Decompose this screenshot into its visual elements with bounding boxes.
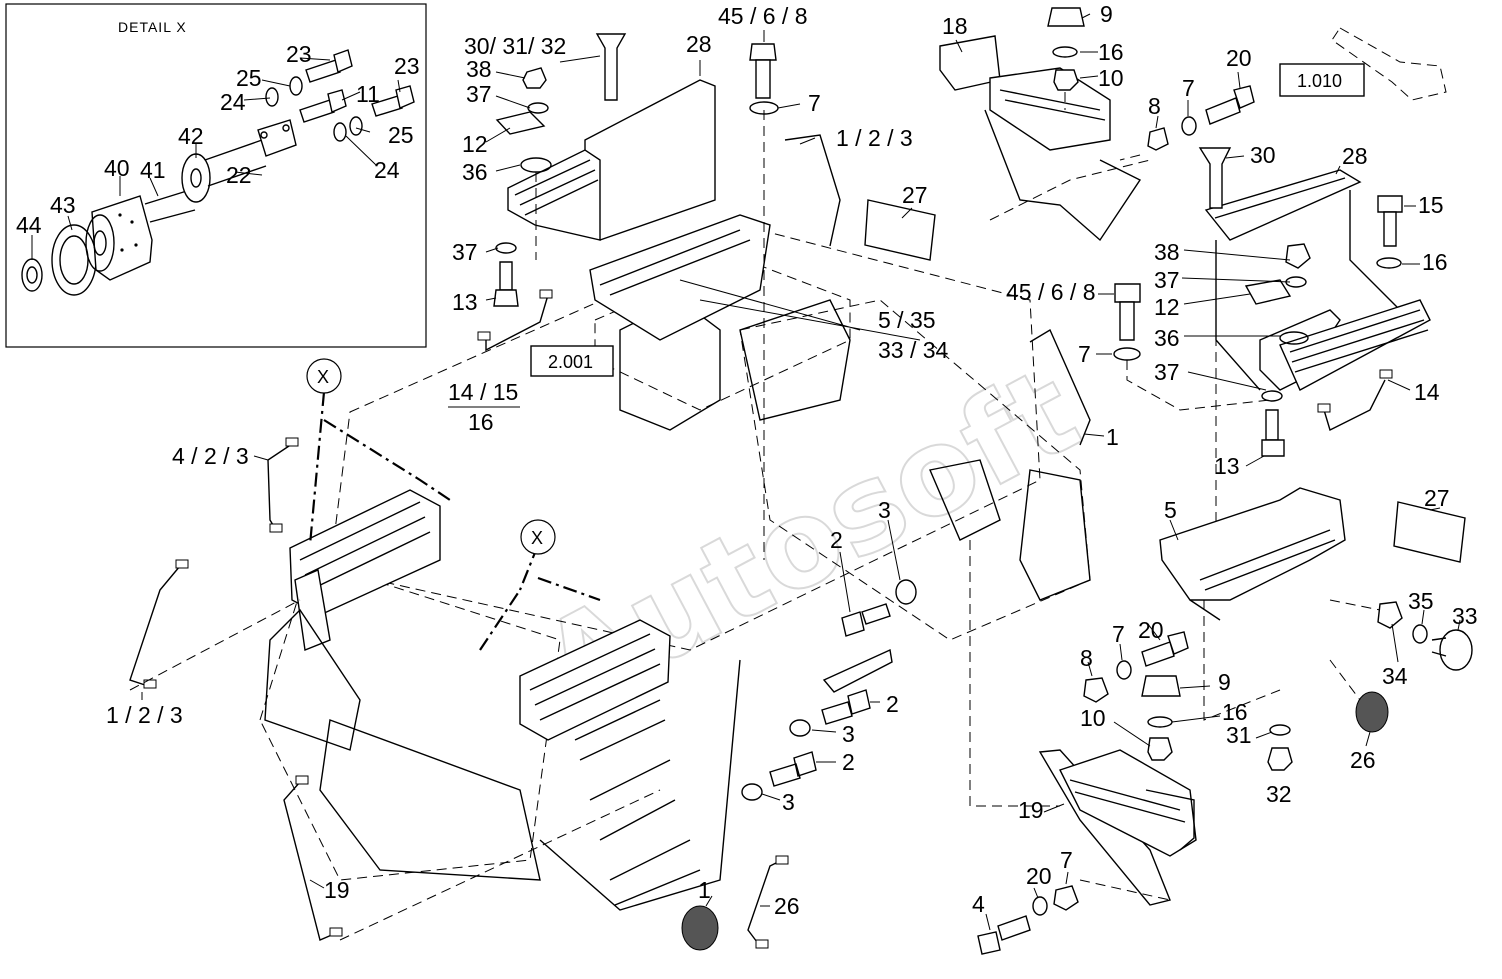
callout-31: 31 <box>1226 722 1252 748</box>
callout-38: 38 <box>1154 239 1180 265</box>
callout-19: 19 <box>1018 797 1044 823</box>
callout-24: 24 <box>220 89 246 115</box>
callout-40: 40 <box>104 155 130 181</box>
callout-2: 2 <box>830 527 843 553</box>
callout-37: 37 <box>452 239 478 265</box>
callout-12: 12 <box>1154 294 1180 320</box>
center-bolts: 2 3 2 3 2 3 <box>741 497 917 815</box>
callout-1-2-3: 1 / 2 / 3 <box>836 125 913 151</box>
detail-x-inset: DETAIL X <box>5 3 427 348</box>
callout-7: 7 <box>1112 621 1125 647</box>
callout-7: 7 <box>808 90 821 116</box>
callout-13: 13 <box>1214 453 1240 479</box>
bottom-parts: 1 26 4 20 7 <box>681 847 1171 955</box>
ref-1010: 1.010 <box>1279 27 1447 101</box>
right-step-5: 5 27 35 33 34 26 <box>1159 485 1478 773</box>
callout-20: 20 <box>1226 45 1252 71</box>
callout-4-2-3: 4 / 2 / 3 <box>172 443 249 469</box>
callout-34: 34 <box>1382 663 1408 689</box>
lower-right-step-19: 7 20 8 9 10 16 31 32 19 <box>969 540 1293 906</box>
callout-43: 43 <box>50 192 76 218</box>
callout-38: 38 <box>466 56 492 82</box>
callout-33-34: 33 / 34 <box>878 337 949 363</box>
callout-16: 16 <box>1222 699 1248 725</box>
callout-37: 37 <box>1154 359 1180 385</box>
callout-28: 28 <box>686 31 712 57</box>
callout-5-35: 5 / 35 <box>878 307 936 333</box>
callout-1: 1 <box>1106 424 1119 450</box>
ref-box-1010: 1.010 <box>1297 71 1342 91</box>
callout-2: 2 <box>842 749 855 775</box>
callout-20: 4 <box>972 891 985 917</box>
callout-3: 3 <box>842 721 855 747</box>
ref-box-2001: 2.001 <box>548 352 593 372</box>
callout-35: 35 <box>1408 588 1434 614</box>
callout-20: 20 <box>1138 617 1164 643</box>
callout-25: 25 <box>236 65 262 91</box>
callout-41: 41 <box>140 157 166 183</box>
right-step-assembly-28: 30 28 15 16 45 / 6 / 8 7 38 37 12 36 37 … <box>1006 142 1448 560</box>
detail-title: DETAIL X <box>118 19 187 35</box>
callout-8: 8 <box>1080 645 1093 671</box>
callout-16: 16 <box>1098 39 1124 65</box>
callout-15: 15 <box>1418 192 1444 218</box>
callout-28: 28 <box>1342 143 1368 169</box>
callout-14-15: 14 / 15 <box>448 379 518 405</box>
callout-18: 18 <box>942 13 968 39</box>
callout-26: 26 <box>1350 747 1376 773</box>
callout-9: 9 <box>1218 669 1231 695</box>
callout-26: 1 <box>698 877 711 903</box>
callout-8: 8 <box>1148 93 1161 119</box>
callout-37: 37 <box>466 81 492 107</box>
callout-16: 16 <box>1422 249 1448 275</box>
callout-22: 22 <box>226 162 252 188</box>
callout-10: 10 <box>1098 65 1124 91</box>
callout-8: 7 <box>1060 847 1073 873</box>
callout-16: 16 <box>468 409 494 435</box>
callout-9: 9 <box>1100 1 1113 27</box>
callout-13: 13 <box>452 289 478 315</box>
callout-3: 3 <box>782 789 795 815</box>
callout-36: 36 <box>462 159 488 185</box>
callout-25: 25 <box>388 122 414 148</box>
callout-27: 27 <box>902 182 928 208</box>
callout-10: 10 <box>1080 705 1106 731</box>
callout-30: 30 <box>1250 142 1276 168</box>
callout-37: 37 <box>1154 267 1180 293</box>
callout-11: 11 <box>356 81 380 107</box>
callout-30-31-32: 30/ 31/ 32 <box>464 33 566 59</box>
callout-3: 3 <box>878 497 891 523</box>
callout-1-2-3: 1 / 2 / 3 <box>106 702 183 728</box>
callout-24: 24 <box>374 157 400 183</box>
callout-1: 19 <box>324 877 350 903</box>
callout-23: 23 <box>394 53 420 79</box>
callout-23: 23 <box>286 41 312 67</box>
callout-45-6-8: 45 / 6 / 8 <box>1006 279 1096 305</box>
upper-left-step-assembly: 30/ 31/ 32 38 37 12 36 28 45 / 6 / 8 7 1… <box>448 3 949 560</box>
callout-7: 7 <box>1078 341 1091 367</box>
callout-27: 27 <box>1424 485 1450 511</box>
callout-33: 33 <box>1452 603 1478 629</box>
callout-32: 32 <box>1266 781 1292 807</box>
right-upper-step-18: 18 9 16 10 8 7 20 <box>939 1 1255 242</box>
callout-42: 42 <box>178 123 204 149</box>
callout-12: 12 <box>462 131 488 157</box>
callout-14: 14 <box>1414 379 1440 405</box>
callout-36: 36 <box>1154 325 1180 351</box>
callout-45-6-8: 45 / 6 / 8 <box>718 3 808 29</box>
callout-7: 7 <box>1182 75 1195 101</box>
callout-4: 26 <box>774 893 800 919</box>
callout-5: 5 <box>1164 497 1177 523</box>
callout-7: 20 <box>1026 863 1052 889</box>
callout-2: 2 <box>886 691 899 717</box>
x-marker: X <box>317 367 329 387</box>
callout-44: 44 <box>16 212 42 238</box>
main-frame: X X <box>259 229 1091 911</box>
x-marker: X <box>531 528 543 548</box>
left-handles: 4 / 2 / 3 1 / 2 / 3 19 <box>106 437 661 941</box>
